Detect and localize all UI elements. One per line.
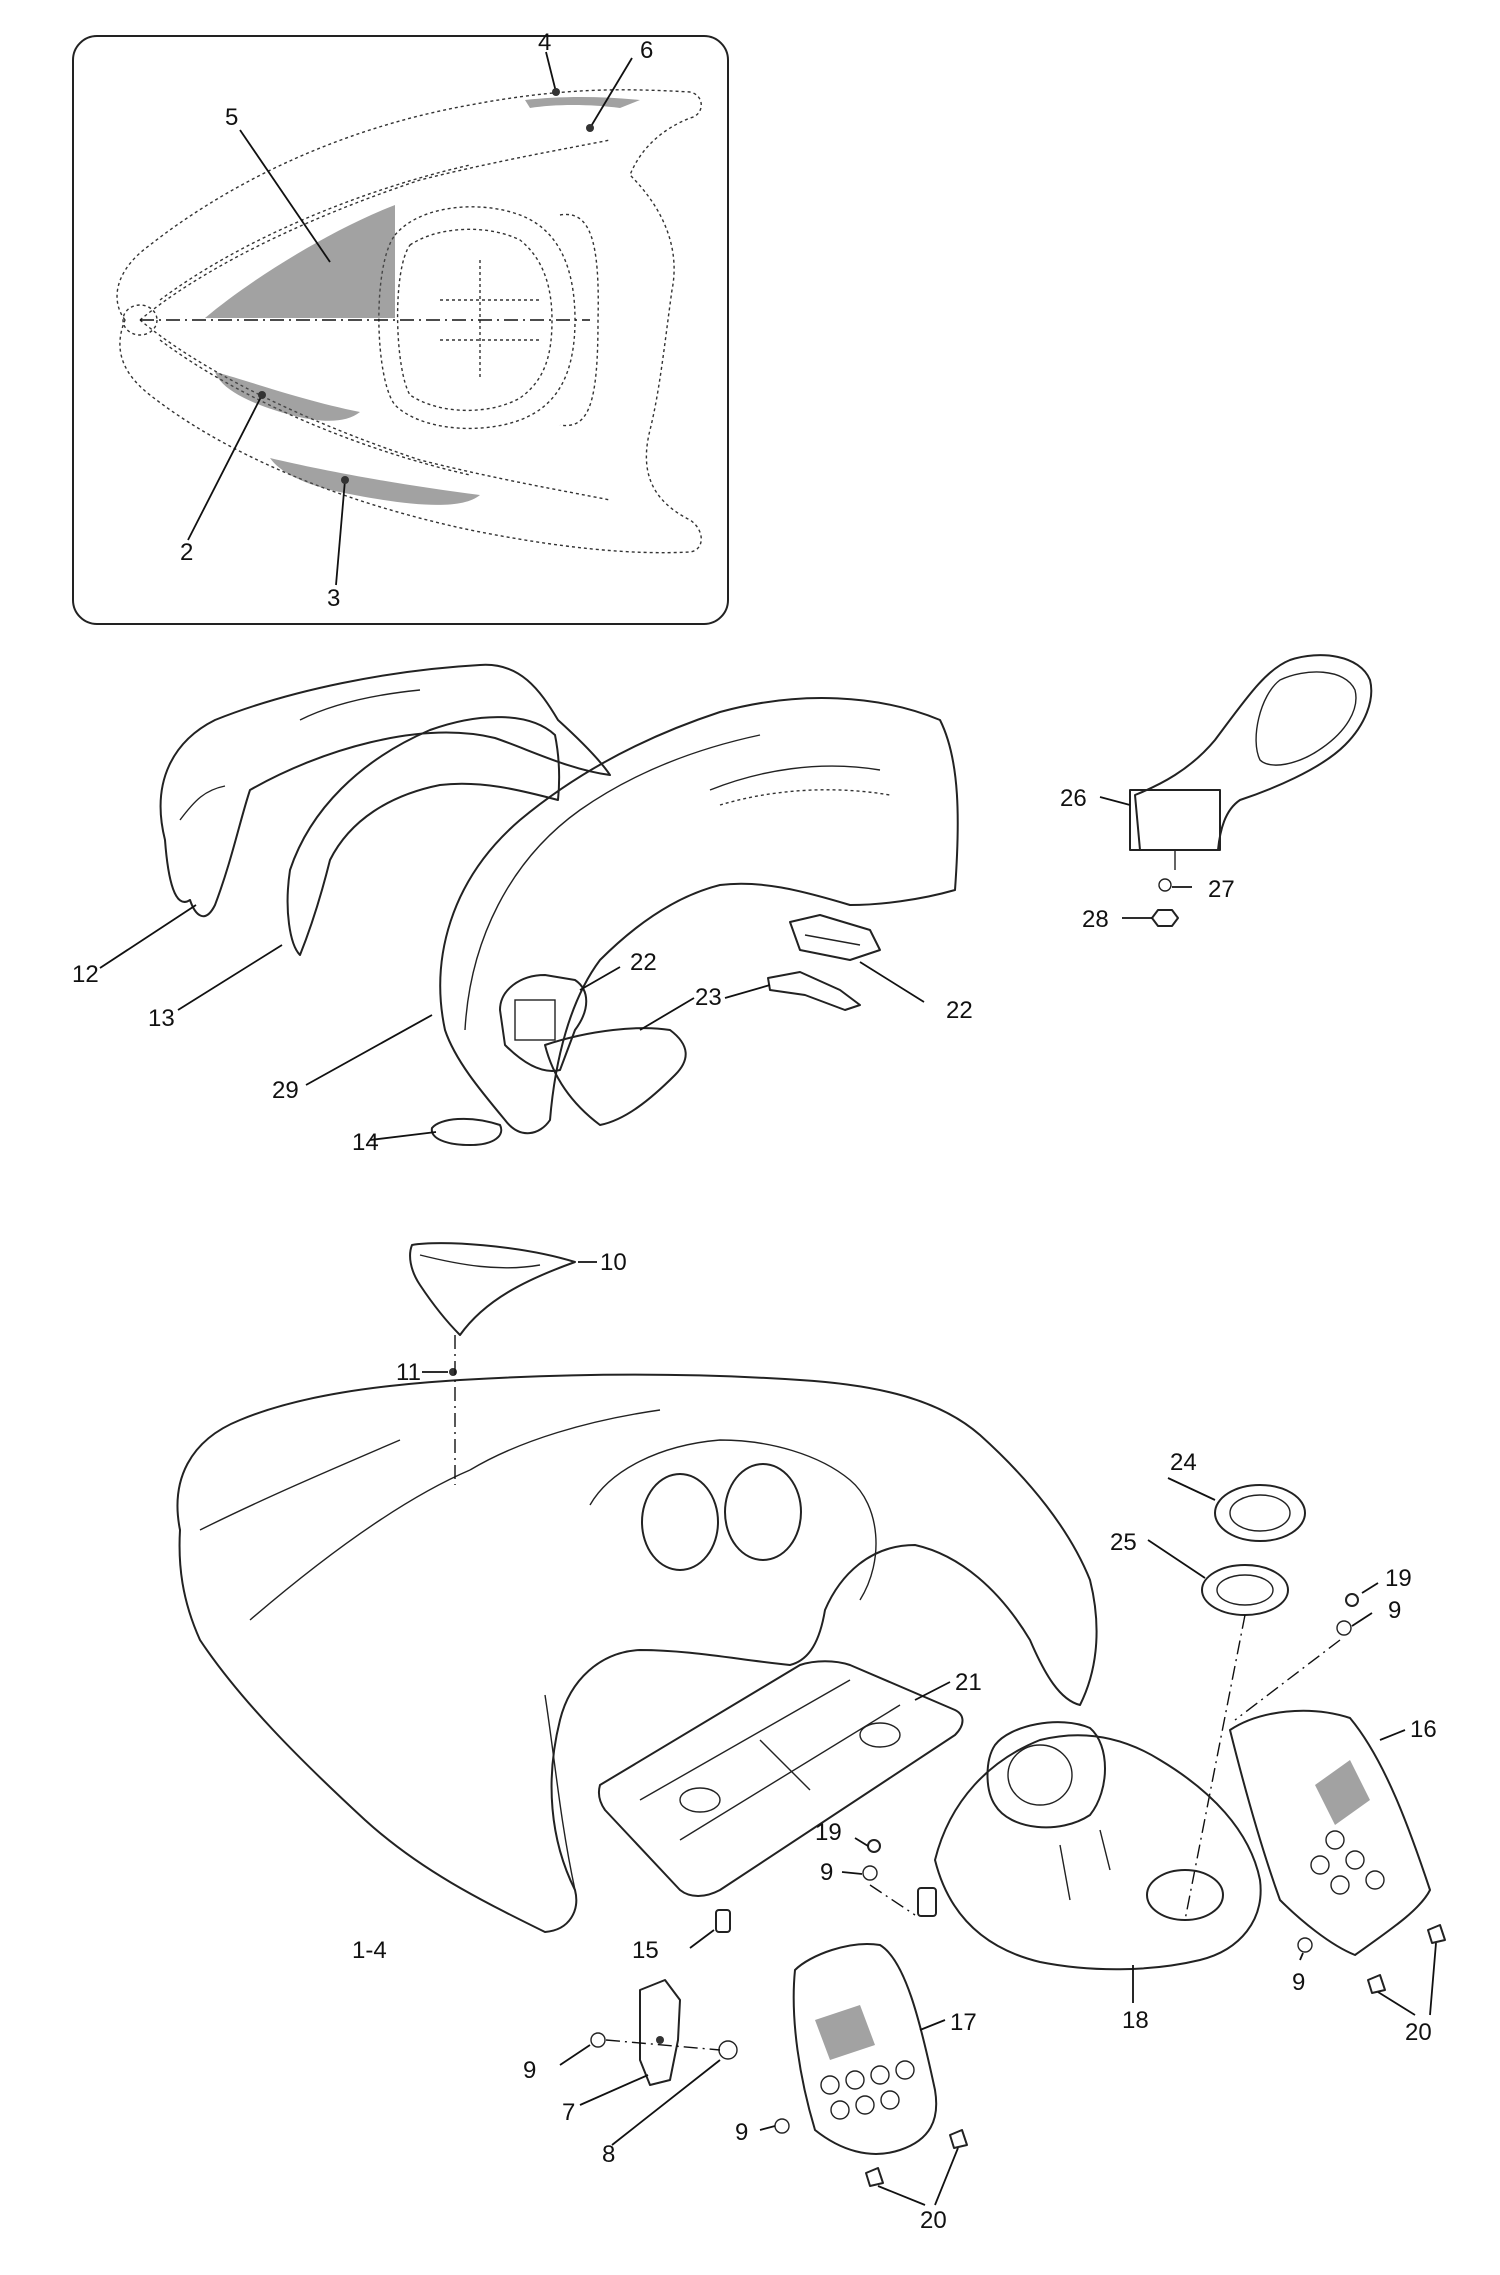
callout-13: 13 bbox=[148, 1005, 175, 1032]
callout-14: 14 bbox=[352, 1129, 379, 1156]
inset-frame bbox=[72, 35, 729, 625]
gauge-opening-left bbox=[641, 1473, 719, 1571]
inset-mesh-3 bbox=[270, 458, 480, 505]
callout-20-right: 20 bbox=[1405, 2019, 1432, 2046]
callout-17: 17 bbox=[950, 2009, 977, 2036]
part-16-grille-right bbox=[1229, 1709, 1431, 1956]
part-9-washer-center bbox=[862, 1865, 878, 1881]
callout-2: 2 bbox=[180, 539, 193, 566]
callout-19-right: 19 bbox=[1385, 1565, 1412, 1592]
callout-25: 25 bbox=[1110, 1529, 1137, 1556]
part-9-washer-right-lower bbox=[1297, 1937, 1313, 1953]
inset-top-view bbox=[72, 35, 729, 625]
mirror-group bbox=[1099, 654, 1373, 927]
part-27-washer bbox=[1158, 878, 1172, 892]
part-23-strip bbox=[767, 971, 861, 1011]
callout-9-right: 9 bbox=[1388, 1597, 1401, 1624]
callout-12: 12 bbox=[72, 961, 99, 988]
callout-9-center: 9 bbox=[820, 1859, 833, 1886]
callout-27: 27 bbox=[1208, 876, 1235, 903]
part-11-fastener bbox=[449, 1368, 457, 1376]
part-1-4-body bbox=[176, 1373, 1098, 1933]
callout-16: 16 bbox=[1410, 1716, 1437, 1743]
callout-15: 15 bbox=[632, 1937, 659, 1964]
part-22-right bbox=[789, 914, 881, 961]
part-12-cover bbox=[159, 663, 611, 918]
callout-24: 24 bbox=[1170, 1449, 1197, 1476]
callout-22-right: 22 bbox=[946, 997, 973, 1024]
callout-7: 7 bbox=[562, 2099, 575, 2126]
callout-1-4: 1-4 bbox=[352, 1937, 387, 1964]
part-18-collar bbox=[986, 1721, 1106, 1829]
part-18-housing bbox=[934, 1734, 1262, 1971]
inset-mesh-6 bbox=[525, 97, 640, 108]
callout-labels: 4 6 5 2 3 12 13 29 14 22 23 22 26 27 28 … bbox=[72, 29, 1437, 2234]
part-28-nut bbox=[1151, 909, 1179, 927]
gauge-opening-right bbox=[724, 1463, 802, 1561]
part-21-tray bbox=[597, 1660, 964, 1897]
part-9-washer-right bbox=[1336, 1620, 1352, 1636]
lower-assembly bbox=[176, 1242, 1446, 2206]
part-23-wedge bbox=[544, 1027, 687, 1126]
part-22-left bbox=[499, 974, 588, 1072]
part-9-washer-left bbox=[590, 2032, 606, 2048]
callout-5: 5 bbox=[225, 104, 238, 131]
part-9-washer-left-lower bbox=[774, 2118, 790, 2134]
callout-20-left: 20 bbox=[920, 2207, 947, 2234]
inset-mesh-2 bbox=[215, 372, 360, 421]
part-14-clip bbox=[430, 1117, 503, 1146]
callout-18: 18 bbox=[1122, 2007, 1149, 2034]
upper-cover-group bbox=[99, 663, 959, 1146]
callout-22-left: 22 bbox=[630, 949, 657, 976]
callout-9-left-lower: 9 bbox=[735, 2119, 748, 2146]
callout-11: 11 bbox=[396, 1359, 421, 1386]
part-20-plug-right-a bbox=[1367, 1974, 1386, 1994]
part-19-screw-center bbox=[867, 1839, 881, 1853]
inset-nose-circle bbox=[122, 304, 158, 336]
part-20-plug-right-b bbox=[1427, 1924, 1446, 1944]
part-13-cover bbox=[286, 716, 561, 956]
callout-10: 10 bbox=[600, 1249, 627, 1276]
callout-4: 4 bbox=[538, 29, 551, 56]
part-19-screw-right bbox=[1345, 1593, 1359, 1607]
callout-19-center: 19 bbox=[815, 1819, 842, 1846]
callout-8: 8 bbox=[602, 2141, 615, 2168]
part-29-cover bbox=[439, 697, 959, 1135]
callout-26: 26 bbox=[1060, 785, 1087, 812]
part-18-opening bbox=[1146, 1869, 1224, 1921]
callout-6: 6 bbox=[640, 37, 653, 64]
part-17-grille-left bbox=[792, 1943, 938, 2155]
part-26-mirror bbox=[1134, 654, 1373, 851]
callout-21: 21 bbox=[955, 1669, 982, 1696]
part-20-plug-left-a bbox=[865, 2167, 884, 2187]
callout-3: 3 bbox=[327, 585, 340, 612]
part-7-bracket bbox=[639, 1979, 681, 2086]
part-8-washer bbox=[718, 2040, 738, 2060]
inset-pod bbox=[378, 206, 576, 430]
inset-mesh-5 bbox=[205, 205, 395, 318]
callout-9-left: 9 bbox=[523, 2057, 536, 2084]
part-15-screw bbox=[715, 1909, 731, 1933]
part-25-gasket bbox=[1201, 1564, 1289, 1616]
callout-29: 29 bbox=[272, 1077, 299, 1104]
deck-top-outline bbox=[116, 89, 702, 554]
part-24-ring bbox=[1214, 1484, 1306, 1542]
callout-28: 28 bbox=[1082, 906, 1109, 933]
callout-9-right-lower: 9 bbox=[1292, 1969, 1305, 1996]
part-10-visor bbox=[409, 1242, 576, 1336]
part-20-plug-left-b bbox=[949, 2129, 968, 2149]
callout-23: 23 bbox=[695, 984, 722, 1011]
